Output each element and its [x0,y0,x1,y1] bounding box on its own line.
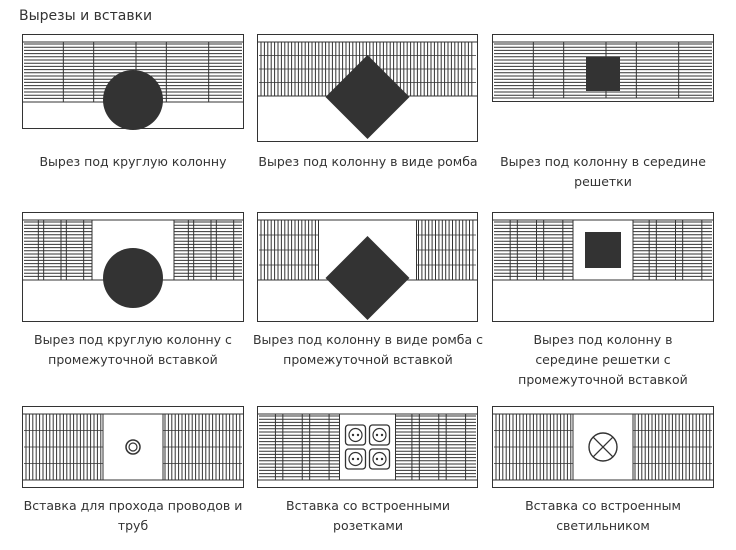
insert-panel [339,413,396,481]
socket-face [372,451,387,467]
grille-horizontal [395,414,476,480]
socket-pin [375,457,379,461]
grille-vertical [163,414,242,480]
socket-frame [368,448,391,470]
lamp-cross [592,436,614,458]
grille-vertical [633,414,712,480]
caption-center-column-insert: Вырез под колонну в середине решетки с п… [518,332,688,387]
round-column-drawing [22,34,244,130]
pipe-ring-inner [128,442,138,452]
diamond-column-insert-drawing [257,212,478,322]
frame [22,212,244,322]
grille-vertical [259,220,319,280]
socket-pin [380,433,384,437]
frame [257,34,478,142]
item-cable-pass [22,406,244,488]
frame [257,406,478,488]
socket-face [348,451,363,467]
caption-cable-pass: Вставка для прохода проводов и труб [23,498,243,533]
frame [257,212,478,322]
grille-horizontal [259,414,340,480]
cutout-square [585,232,621,268]
round-column-insert-drawing [22,212,244,322]
diamond-column-drawing [257,34,478,142]
item-round-column [22,34,244,150]
socket-pin [375,433,379,437]
socket-pin [351,433,355,437]
center-column-drawing [492,34,714,102]
grille-vertical [24,414,103,480]
socket-frame [368,424,391,446]
caption-round-column-insert: Вырез под круглую колонну с промежуточно… [34,332,232,367]
caption-diamond-column: Вырез под колонну в виде ромба [258,154,478,169]
cable-pass-drawing [22,406,244,488]
socket-face [372,427,387,443]
lamp-circle [588,432,618,462]
socket-pin [380,457,384,461]
frame [492,406,714,488]
item-lamp [492,406,714,488]
caption-round-column: Вырез под круглую колонну [39,154,227,169]
socket-frame [344,424,367,446]
grille-horizontal [24,220,92,280]
cutout-square [586,57,620,91]
frame [492,212,714,322]
pipe-ring-outer [125,439,141,455]
socket-frame [344,448,367,470]
caption-center-column: Вырез под колонну в середине решетки [500,154,706,189]
cutout-circle [103,248,163,308]
grille-horizontal [494,220,573,280]
cutout-circle [103,70,163,130]
insert-panel [572,219,634,281]
socket-pin [356,433,360,437]
caption-lamp: Вставка со встроенным светильником [525,498,681,533]
item-sockets [257,406,478,488]
grille-horizontal [174,220,242,280]
item-diamond-column [257,34,478,150]
item-center-column-insert [492,212,714,324]
caption-diamond-column-insert: Вырез под колонну в виде ромба с промежу… [252,332,484,367]
frame [22,406,244,488]
socket-pin [356,457,360,461]
frame [492,34,714,102]
center-column-insert-drawing [492,212,714,322]
item-diamond-column-insert [257,212,478,324]
sockets-drawing [257,406,478,488]
cutout-diamond [325,55,410,139]
caption-sockets: Вставка со встроенными розетками [286,498,450,533]
insert-panel [102,413,164,481]
cutout-diamond [325,236,410,320]
item-center-column [492,34,714,150]
socket-pin [351,457,355,461]
grille-vertical [416,220,476,280]
grille-vertical [494,414,573,480]
grille-horizontal [633,220,712,280]
item-round-column-insert [22,212,244,324]
page-title: Вырезы и вставки [19,8,153,24]
socket-face [348,427,363,443]
lamp-drawing [492,406,714,488]
